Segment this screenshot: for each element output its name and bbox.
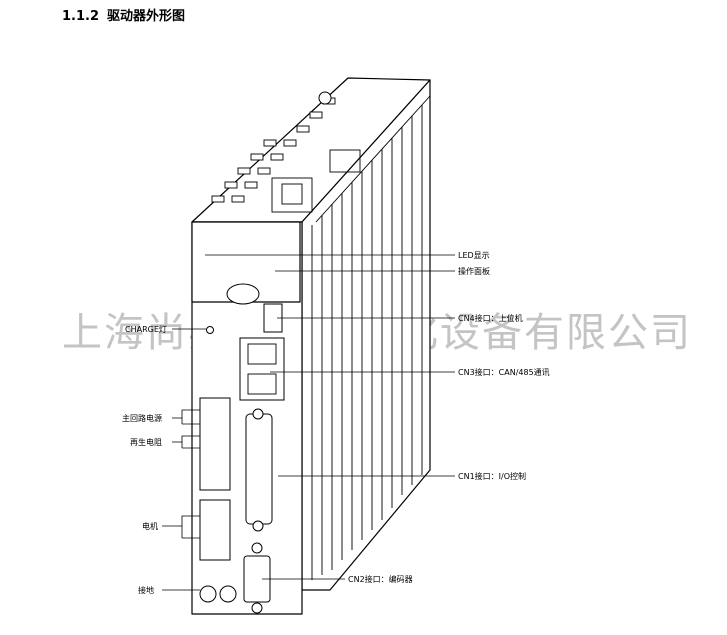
mount-hole-icon	[318, 91, 332, 105]
ground-screw-icon	[199, 585, 217, 603]
section-number: 1.1.2	[62, 9, 100, 24]
cn2-label: CN2接口：编码器	[348, 574, 413, 584]
heat-sink-fins	[311, 95, 431, 580]
panel-label: 操作面板	[458, 266, 490, 276]
cn3-jack-lower	[247, 373, 277, 395]
led-label: LED显示	[458, 251, 490, 260]
regen-label: 再生电阻	[130, 437, 162, 447]
motor-label: 电机	[142, 521, 158, 531]
leader-lines	[162, 254, 455, 591]
cn3-jack-upper	[247, 343, 277, 365]
cn1-label: CN1接口：I/O控制	[458, 471, 526, 481]
main-power-label: 主回路电源	[122, 413, 162, 423]
cn2-screw-bottom	[251, 602, 263, 614]
cn2-screw-top	[251, 542, 263, 554]
cn1-connector	[245, 413, 273, 525]
ground-screw-icon	[219, 585, 237, 603]
cn1-screw-top	[252, 408, 264, 420]
section-title: 驱动器外形图	[107, 9, 186, 24]
top-vents	[211, 97, 361, 213]
ground-label: 接地	[138, 585, 154, 595]
charge-led-icon	[206, 326, 214, 334]
cn1-screw-bottom	[252, 520, 264, 532]
power-terminal-block	[199, 397, 231, 491]
cn4-label: CN4接口：上位机	[458, 313, 523, 323]
cn3-label: CN3接口：CAN/485通讯	[458, 367, 550, 377]
motor-terminal-block	[199, 499, 231, 561]
panel-knob	[226, 283, 260, 305]
charge-label: CHARGE灯	[125, 324, 167, 334]
page-heading: 1.1.2 驱动器外形图	[62, 5, 185, 24]
